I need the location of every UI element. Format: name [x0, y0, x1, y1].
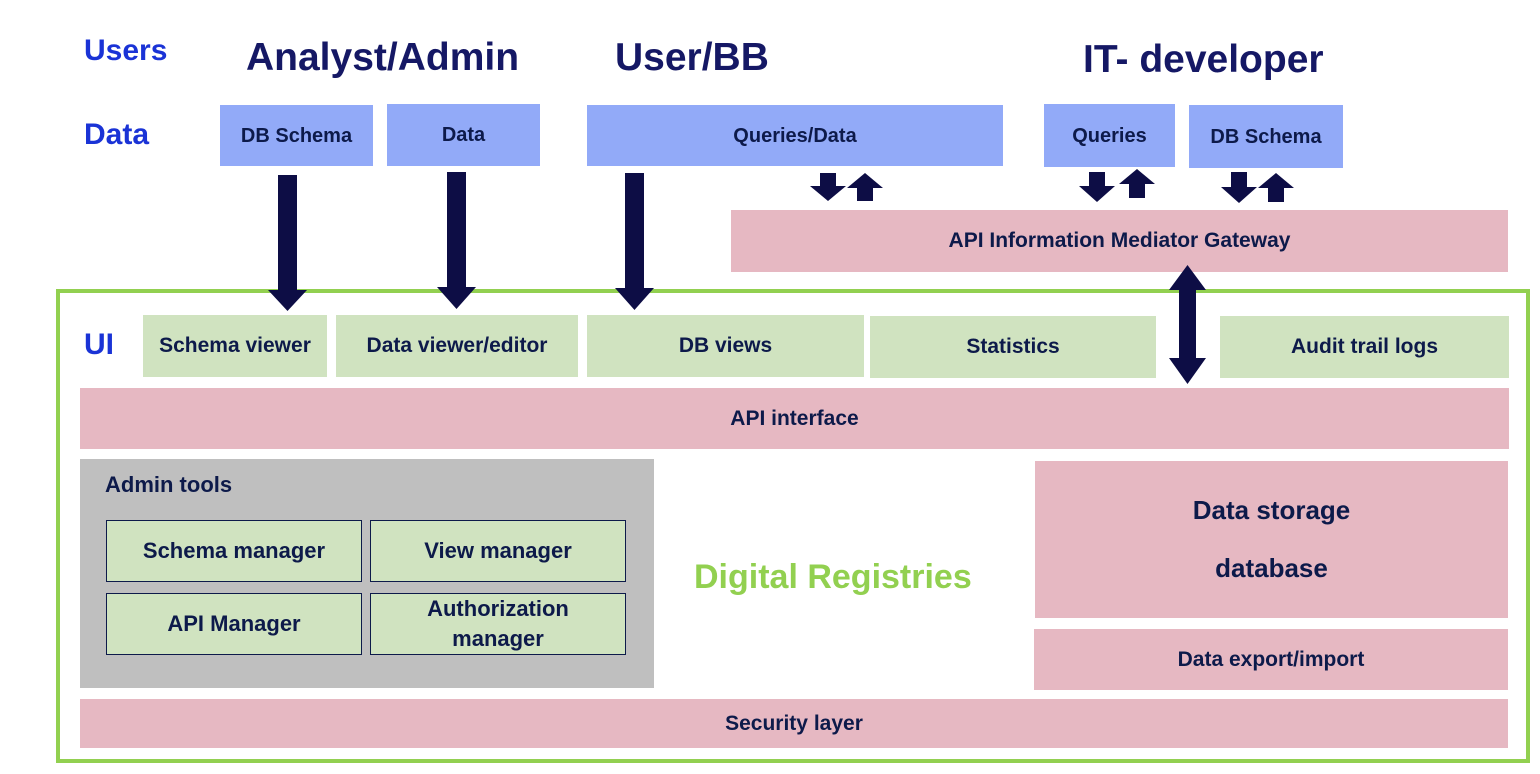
api-manager-box: API Manager [106, 593, 362, 655]
analyst-db-schema-box: DB Schema [220, 105, 373, 166]
statistics-box: Statistics [870, 316, 1156, 378]
api-manager-label: API Manager [167, 610, 301, 636]
api-interface-box: API interface [80, 388, 1509, 449]
api-gateway-label: API Information Mediator Gateway [948, 229, 1291, 253]
security-layer-label: Security layer [725, 711, 863, 735]
arrow-small-down-3 [1221, 172, 1257, 203]
arrow-small-up-3 [1258, 173, 1294, 202]
db-views-label: DB views [678, 334, 773, 358]
users-row-label: Users [84, 34, 168, 67]
digital-registries-frame [56, 289, 1530, 763]
analyst-data-label: Data [441, 124, 486, 146]
schema-manager-box: Schema manager [106, 520, 362, 582]
view-manager-box: View manager [370, 520, 626, 582]
audit-trail-logs-label: Audit trail logs [1291, 335, 1438, 359]
arrow-small-down-1 [810, 173, 846, 201]
user-queries-data-label: Queries/Data [733, 124, 857, 147]
data-export-import-box: Data export/import [1034, 629, 1508, 690]
data-storage-label-line1: Data storage [1192, 495, 1351, 526]
security-layer-box: Security layer [80, 699, 1508, 748]
it-db-schema-label: DB Schema [1210, 125, 1322, 148]
api-interface-label: API interface [730, 406, 859, 430]
data-storage-box: Data storage database [1035, 461, 1508, 618]
arrow-gateway-api-bidirectional [1169, 265, 1206, 384]
schema-viewer-label: Schema viewer [159, 334, 311, 358]
arrow-small-down-2 [1079, 172, 1115, 202]
data-export-import-label: Data export/import [1177, 647, 1365, 671]
audit-trail-logs-box: Audit trail logs [1220, 316, 1509, 378]
digital-registries-title: Digital Registries [694, 558, 972, 596]
schema-viewer-box: Schema viewer [143, 315, 327, 377]
arrow-schema-to-viewer [268, 175, 307, 311]
analyst-admin-label: Analyst/Admin [246, 36, 520, 79]
ui-row-label: UI [84, 328, 114, 361]
admin-tools-title: Admin tools [105, 472, 233, 497]
data-viewer-editor-label: Data viewer/editor [366, 334, 548, 358]
user-bb-label: User/BB [615, 36, 769, 79]
arrow-data-to-editor [437, 172, 476, 309]
data-viewer-editor-box: Data viewer/editor [336, 315, 578, 377]
user-queries-data-box: Queries/Data [587, 105, 1003, 166]
arrow-small-up-2 [1119, 169, 1155, 198]
it-db-schema-box: DB Schema [1189, 105, 1343, 168]
db-views-box: DB views [587, 315, 864, 377]
it-developer-label: IT- developer [1083, 38, 1324, 81]
data-storage-label-line2: database [1215, 552, 1328, 583]
analyst-data-box: Data [387, 104, 540, 166]
arrow-small-up-1 [847, 173, 883, 201]
authorization-manager-label-line1: Authorization [427, 596, 569, 622]
arrow-queries-to-dbviews [615, 173, 654, 310]
view-manager-label: View manager [424, 537, 572, 563]
authorization-manager-box: Authorization manager [370, 593, 626, 655]
analyst-db-schema-label: DB Schema [240, 124, 353, 147]
schema-manager-label: Schema manager [142, 537, 326, 563]
it-queries-box: Queries [1044, 104, 1175, 167]
it-queries-label: Queries [1072, 124, 1147, 147]
data-row-label: Data [84, 118, 150, 151]
statistics-label: Statistics [966, 335, 1060, 359]
api-gateway-box: API Information Mediator Gateway [731, 210, 1508, 272]
authorization-manager-label-line2: manager [452, 626, 544, 651]
